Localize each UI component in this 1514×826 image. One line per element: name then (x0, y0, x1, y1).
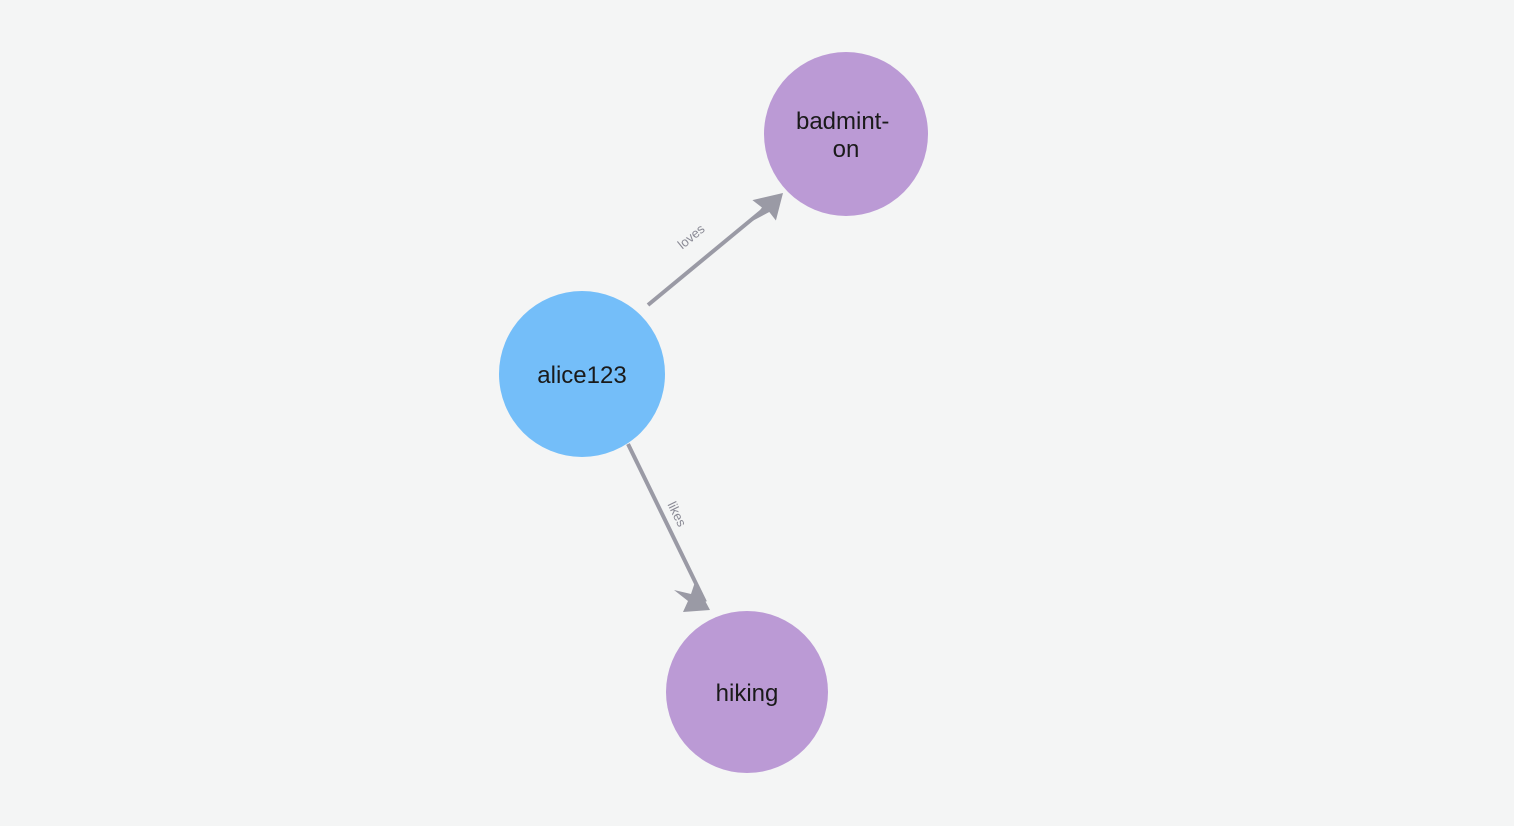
node-layer: alice123 badmint- on hiking (499, 52, 928, 773)
edge-loves[interactable]: loves (646, 193, 785, 307)
edge-likes-arrowhead-icon (674, 582, 710, 612)
node-badminton[interactable]: badmint- on (764, 52, 928, 216)
edge-likes-line[interactable] (626, 443, 707, 603)
node-alice123-circle[interactable] (499, 291, 665, 457)
edge-likes[interactable]: likes (626, 443, 710, 612)
node-alice123[interactable]: alice123 (499, 291, 665, 457)
node-hiking[interactable]: hiking (666, 611, 828, 773)
node-badminton-circle[interactable] (764, 52, 928, 216)
edge-loves-arrowhead-icon (751, 193, 783, 222)
edge-loves-label: loves (675, 221, 708, 252)
node-hiking-circle[interactable] (666, 611, 828, 773)
